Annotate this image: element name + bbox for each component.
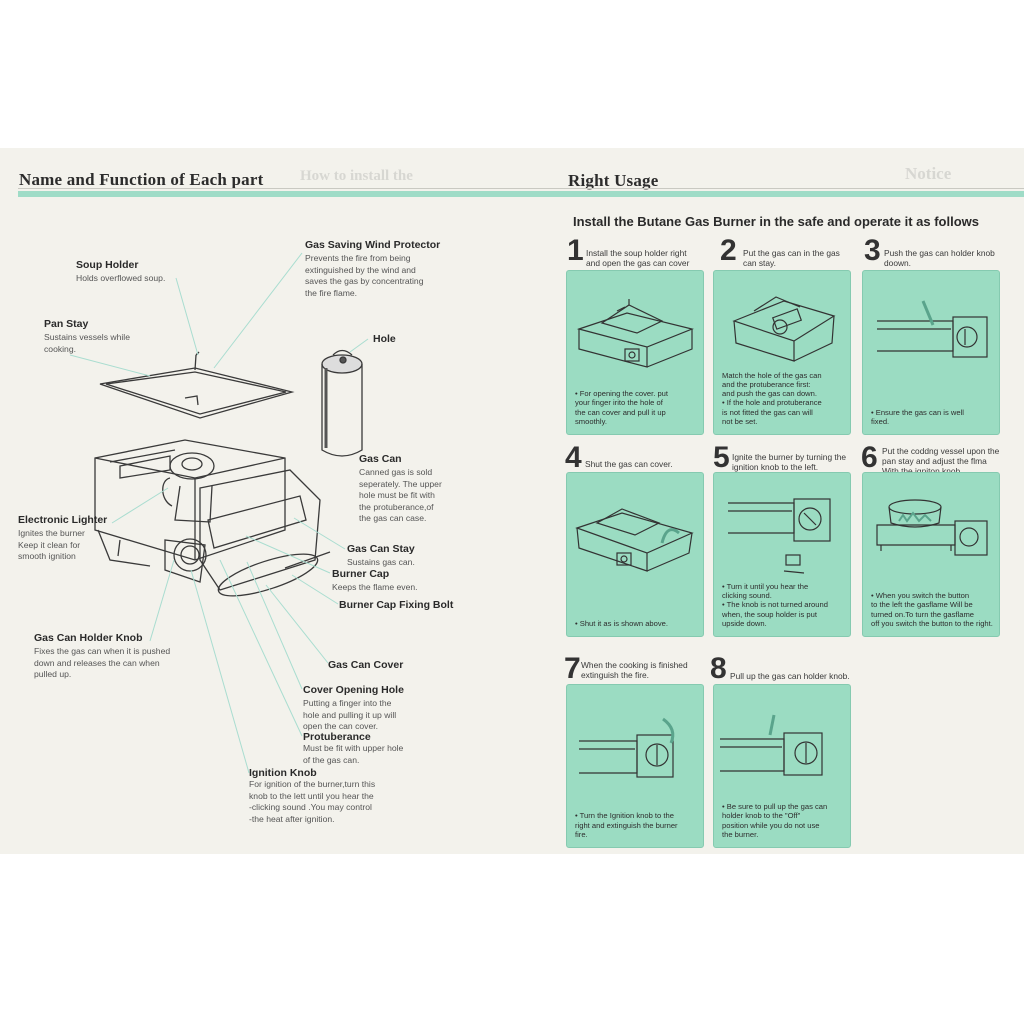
step-note: • Ensure the gas can is well fixed. [871,407,964,426]
part-desc: Sustains vessels while cooking. [44,332,130,354]
part-gas-can-stay: Gas Can Stay Sustains gas can. [347,543,415,569]
step-instruction: Shut the gas can cover. [585,459,673,469]
step-note: Match the hole of the gas can and the pr… [722,370,822,426]
part-name: Protuberance [303,731,371,743]
part-name: Cover Opening Hole [303,684,404,696]
part-gas-can-cover: Gas Can Cover [328,659,403,671]
part-name: Gas Saving Wind Protector [305,239,441,251]
part-desc: Holds overflowed soup. [76,273,166,283]
step-panel: • Ensure the gas can is well fixed. [862,270,1000,435]
part-cover-opening-hole: Cover Opening Hole Putting a finger into… [303,684,404,733]
step-panel: • Turn the Ignition knob to the right an… [566,684,704,848]
part-burner-cap: Burner Cap Keeps the flame even. [332,568,418,594]
step-number: 5 [713,441,730,474]
step-number: 8 [710,652,727,685]
step-instruction: Pull up the gas can holder knob. [730,671,850,681]
part-electronic-lighter: Electronic Lighter Ignites the burner Ke… [18,514,107,563]
part-name: Electronic Lighter [18,514,108,526]
header-rule [18,191,1024,197]
step-number: 3 [864,234,881,267]
part-desc: Keeps the flame even. [332,582,418,592]
part-hole: Hole [373,333,396,345]
step-illustration [576,299,694,368]
step-instruction: Ignite the burner by turning the ignitio… [732,452,847,472]
part-protuberance: Protuberance Must be fit with upper hole… [303,731,403,766]
step-note: • Shut it as is shown above. [575,618,668,628]
step-panel: • Shut it as is shown above. [566,472,704,637]
part-name: Gas Can Stay [347,543,415,555]
part-desc: Fixes the gas can when it is pushed down… [34,646,171,679]
part-name: Gas Can Cover [328,659,404,671]
step-illustration [732,296,836,362]
part-name: Burner Cap [332,568,390,580]
part-desc: Must be fit with upper hole of the gas c… [303,743,404,765]
part-pan-stay: Pan Stay Sustains vessels while cooking. [44,318,130,355]
step-illustration [877,300,988,358]
step-number: 4 [565,441,582,474]
step-instruction: Install the soup holder right and open t… [586,248,690,268]
part-name: Gas Can [359,453,402,465]
step-panel: • When you switch the button to the left… [862,472,1000,637]
install-heading: Install the Butane Gas Burner in the saf… [573,214,979,229]
part-gas-saving-wind-protector: Gas Saving Wind Protector Prevents the f… [305,239,440,299]
part-desc: Prevents the fire from being extinguishe… [305,253,424,298]
step-number: 2 [720,234,737,267]
step-panel: • Turn it until you hear the clicking so… [713,472,851,637]
step-illustration [728,498,831,574]
ghost-heading-right: Notice [905,164,952,183]
ghost-heading-left: How to install the [300,168,413,184]
step-illustration [575,508,694,572]
step-panel: Match the hole of the gas can and the pr… [713,270,851,435]
manual-page [0,148,1024,854]
part-name: Pan Stay [44,318,89,330]
left-section-title: Name and Function of Each part [19,170,264,189]
part-desc: Putting a finger into the hole and pulli… [303,698,397,731]
part-desc: For ignition of the burner,turn this kno… [249,779,376,824]
part-gas-can: Gas Can Canned gas is sold seperately. T… [359,453,442,525]
right-section-title: Right Usage [568,171,659,190]
step-note: • When you switch the button to the left… [871,591,993,628]
step-note: • Be sure to pull up the gas can holder … [722,802,828,839]
part-desc: Canned gas is sold seperately. The upper… [359,467,442,523]
step-panel: • Be sure to pull up the gas can holder … [713,684,851,848]
step-number: 7 [564,652,581,685]
step-note: • Turn the Ignition knob to the right an… [575,811,678,839]
part-name: Burner Cap Fixing Bolt [339,599,454,611]
part-name: Gas Can Holder Knob [34,632,143,644]
step-number: 1 [567,234,584,267]
part-name: Ignition Knob [249,767,317,779]
part-soup-holder: Soup Holder Holds overflowed soup. [76,259,165,285]
part-ignition-knob: Ignition Knob For ignition of the burner… [249,767,375,825]
step-illustration [876,499,988,556]
step-panel: • For opening the cover. put your finger… [566,270,704,435]
step-note: • Turn it until you hear the clicking so… [722,581,828,628]
part-desc: Ignites the burner Keep it clean for smo… [18,528,85,561]
header-rule-thin [18,188,1024,189]
burner-diagram [69,252,369,774]
step-instruction: Put the coddng vessel upon the pan stay … [882,446,1000,476]
step-instruction: When the cooking is finished extinguish … [581,660,688,680]
step-note: • For opening the cover. put your finger… [575,389,668,426]
part-name: Hole [373,333,396,345]
part-name: Soup Holder [76,259,139,271]
part-gas-can-holder-knob: Gas Can Holder Knob Fixes the gas can wh… [34,632,170,681]
part-desc: Sustains gas can. [347,557,415,567]
step-instruction: Put the gas can in the gas can stay. [743,248,840,268]
step-instruction: Push the gas can holder knob doown. [884,248,995,268]
step-illustration [579,717,675,778]
step-illustration [720,714,823,776]
part-burner-cap-fixing-bolt: Burner Cap Fixing Bolt [339,599,453,611]
step-number: 6 [861,441,878,474]
